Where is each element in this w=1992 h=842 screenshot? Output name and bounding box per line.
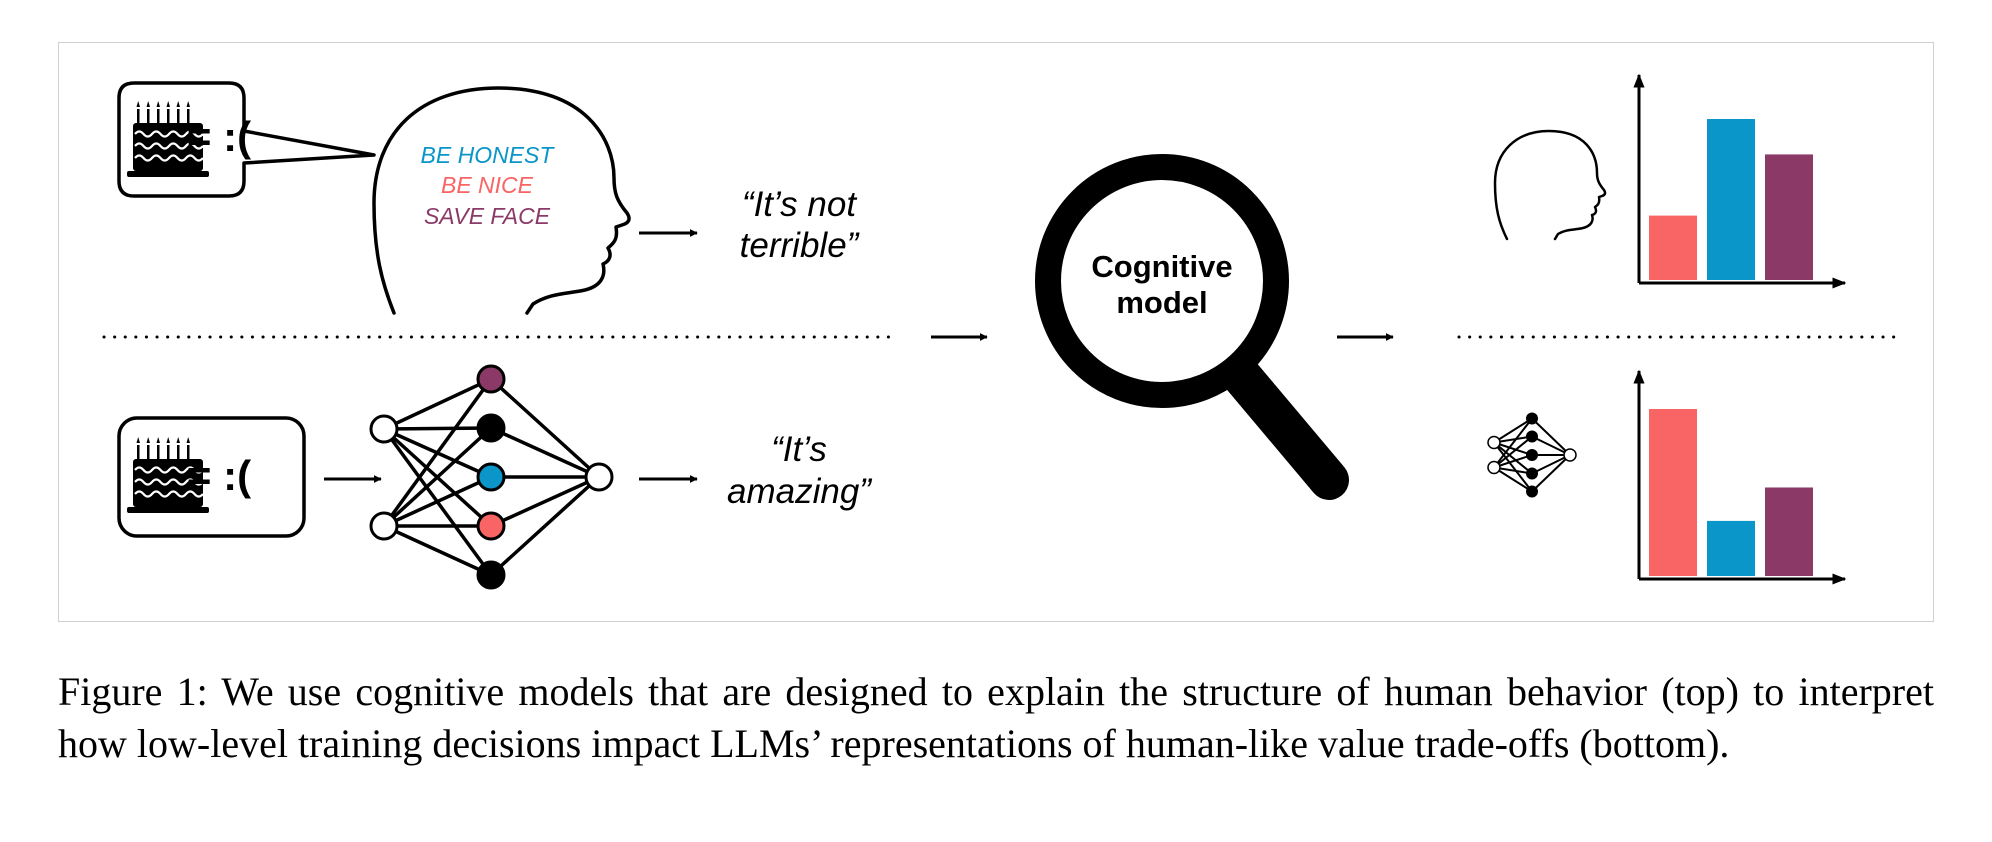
human-utterance-line1: “It’s not <box>742 185 857 224</box>
bar-1 <box>1649 215 1697 280</box>
birthday-cake-icon <box>127 437 209 513</box>
magnifier-label-line2: model <box>1116 285 1207 320</box>
human-head-profile-icon <box>1493 129 1607 241</box>
human-utterance-line2: terrible” <box>740 226 860 265</box>
figure-caption: Figure 1: We use cognitive models that a… <box>58 669 1934 766</box>
figure-panel: = :( BE HONEST BE NICE SAVE FACE “It’s n… <box>58 42 1934 622</box>
value-be-nice: BE NICE <box>441 172 534 198</box>
neural-network-icon <box>1487 412 1577 498</box>
birthday-cake-icon <box>127 101 209 177</box>
llm-utterance-line1: “It’s <box>771 430 827 469</box>
magnifier-label-line1: Cognitive <box>1091 249 1232 284</box>
value-be-honest: BE HONEST <box>421 142 556 168</box>
bar-2 <box>1707 520 1755 576</box>
magnifying-glass-icon <box>1035 154 1349 500</box>
human-head-profile-icon <box>372 86 631 315</box>
value-save-face: SAVE FACE <box>424 203 551 229</box>
llm-utterance-line2: amazing” <box>727 472 872 511</box>
diagram-canvas: = :( BE HONEST BE NICE SAVE FACE “It’s n… <box>102 73 1901 590</box>
bar-chart-human <box>1633 73 1847 289</box>
neural-network-icon <box>369 364 614 590</box>
llm-input-equation: = :( <box>187 452 251 499</box>
bar-3 <box>1765 154 1813 280</box>
speech-bubble-equation: = :( <box>187 113 251 160</box>
bar-1 <box>1649 409 1697 576</box>
bar-2 <box>1707 119 1755 280</box>
bar-3 <box>1765 487 1813 576</box>
bar-chart-llm <box>1633 369 1847 585</box>
